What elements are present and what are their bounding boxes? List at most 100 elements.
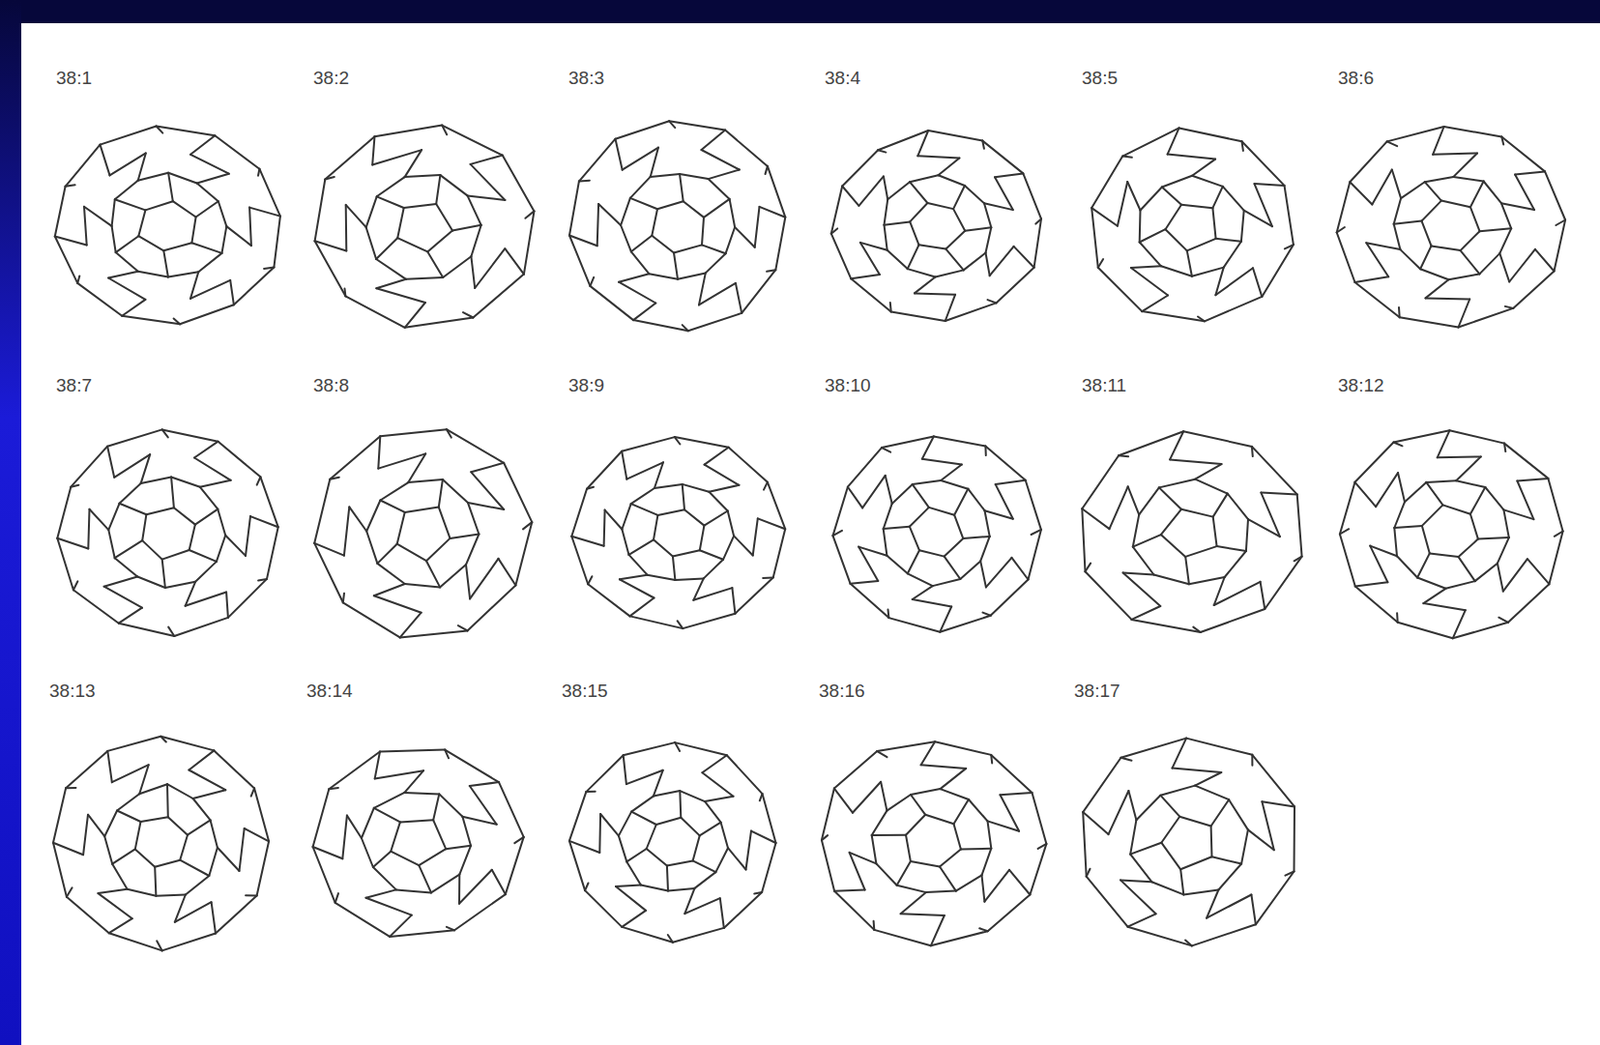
cage-edge: [757, 518, 786, 529]
cage-edge: [1444, 126, 1503, 138]
cage-edge: [695, 872, 717, 889]
cage-edge: [651, 235, 674, 254]
cage-edge: [579, 179, 590, 183]
cage-edge: [909, 174, 939, 182]
cage-edge: [585, 790, 595, 793]
cage-edge: [646, 824, 657, 849]
cage-edge: [374, 583, 406, 596]
cage-edge: [523, 522, 532, 529]
cage-edge: [245, 894, 258, 897]
cage-edge: [1086, 869, 1091, 877]
cage-edge: [892, 484, 913, 504]
cage-edge: [1132, 619, 1201, 633]
cage-edge: [115, 557, 139, 577]
cage-edge: [889, 302, 893, 312]
cage-edge: [850, 274, 880, 279]
cage-edge: [708, 170, 740, 180]
cage-edge: [1369, 546, 1397, 557]
isomer-label: 38:9: [568, 375, 605, 397]
cage-edge: [55, 236, 78, 284]
cage-edge: [366, 500, 380, 532]
cage-edge: [433, 793, 439, 820]
cage-edge: [598, 814, 602, 853]
cage-edge: [190, 154, 230, 175]
cage-edge: [571, 536, 588, 585]
cage-edge: [626, 861, 641, 885]
cage-edge: [405, 583, 440, 587]
cage-edge: [990, 755, 1032, 793]
cage-edge: [1161, 843, 1181, 871]
cage-edge: [121, 299, 146, 317]
cage-edge: [939, 615, 990, 633]
cage-edge: [1212, 856, 1243, 864]
cage-edge: [723, 535, 734, 559]
cage-edge: [579, 139, 616, 182]
cage-edge: [821, 788, 835, 842]
cage-edge: [1032, 792, 1048, 844]
cage-edge: [1250, 446, 1254, 457]
cage-edge: [939, 867, 957, 892]
cage-edge: [155, 895, 186, 897]
cage-edge: [1387, 141, 1398, 146]
cage-edge: [887, 250, 908, 269]
cage-edge: [1213, 494, 1228, 518]
cage-edge: [379, 500, 405, 513]
cage-edge: [214, 135, 260, 169]
cage-edge: [462, 816, 471, 846]
cage-edge: [347, 815, 362, 839]
cage-edge: [1366, 242, 1389, 277]
cage-edge: [680, 817, 699, 837]
cage-edge: [1162, 175, 1193, 188]
cage-edge: [405, 318, 474, 328]
cage-edge: [1131, 267, 1168, 296]
cage-edge: [217, 509, 226, 536]
cage-edge: [1417, 578, 1446, 589]
cage-edge: [372, 136, 375, 165]
cage-edge: [107, 429, 163, 446]
cage-edge: [459, 870, 493, 904]
cage-edge: [674, 578, 703, 581]
cage-edge: [630, 598, 655, 617]
cage-edge: [469, 782, 499, 786]
cage-edge: [1187, 250, 1193, 276]
cage-edge: [1392, 170, 1401, 200]
cage-edge: [698, 272, 706, 305]
cage-edge: [1423, 588, 1446, 604]
cage-edge: [762, 793, 777, 844]
cage-edge: [195, 561, 217, 582]
cage-edge: [1423, 603, 1465, 611]
cage-edge: [467, 195, 482, 225]
cage-edge: [1085, 571, 1133, 620]
cage-edge: [751, 831, 777, 844]
cage-edge: [121, 316, 180, 325]
cage-edge: [1180, 856, 1212, 870]
cage-edge: [1483, 181, 1502, 204]
cage-edge: [427, 251, 443, 278]
cage-edge: [210, 819, 218, 847]
cage-edge: [1371, 170, 1393, 205]
cage-edge: [463, 312, 473, 318]
cage-edge: [179, 860, 209, 876]
cage-edge: [1161, 509, 1182, 535]
cage-edge: [1161, 534, 1186, 557]
cage-edge: [834, 788, 853, 814]
cage-edge: [1086, 876, 1129, 928]
cage-edge: [418, 848, 446, 866]
cage-edge: [715, 847, 728, 873]
cage-edge: [377, 563, 405, 584]
cage-edge: [821, 840, 835, 892]
cage-edge: [860, 242, 888, 251]
cage-edge: [160, 736, 214, 752]
cage-edge: [179, 304, 234, 324]
cage-edge: [1394, 501, 1405, 528]
cage-edge: [1151, 881, 1184, 895]
cage-edge: [654, 484, 683, 489]
cage-edge: [160, 736, 167, 743]
cage-edge: [470, 164, 506, 201]
cage-edge: [679, 174, 709, 179]
cage-edge: [112, 226, 117, 253]
cage-edge: [1123, 572, 1162, 607]
cage-edge: [1458, 539, 1479, 558]
cage-edge: [674, 742, 680, 752]
cage-edge: [376, 288, 426, 303]
